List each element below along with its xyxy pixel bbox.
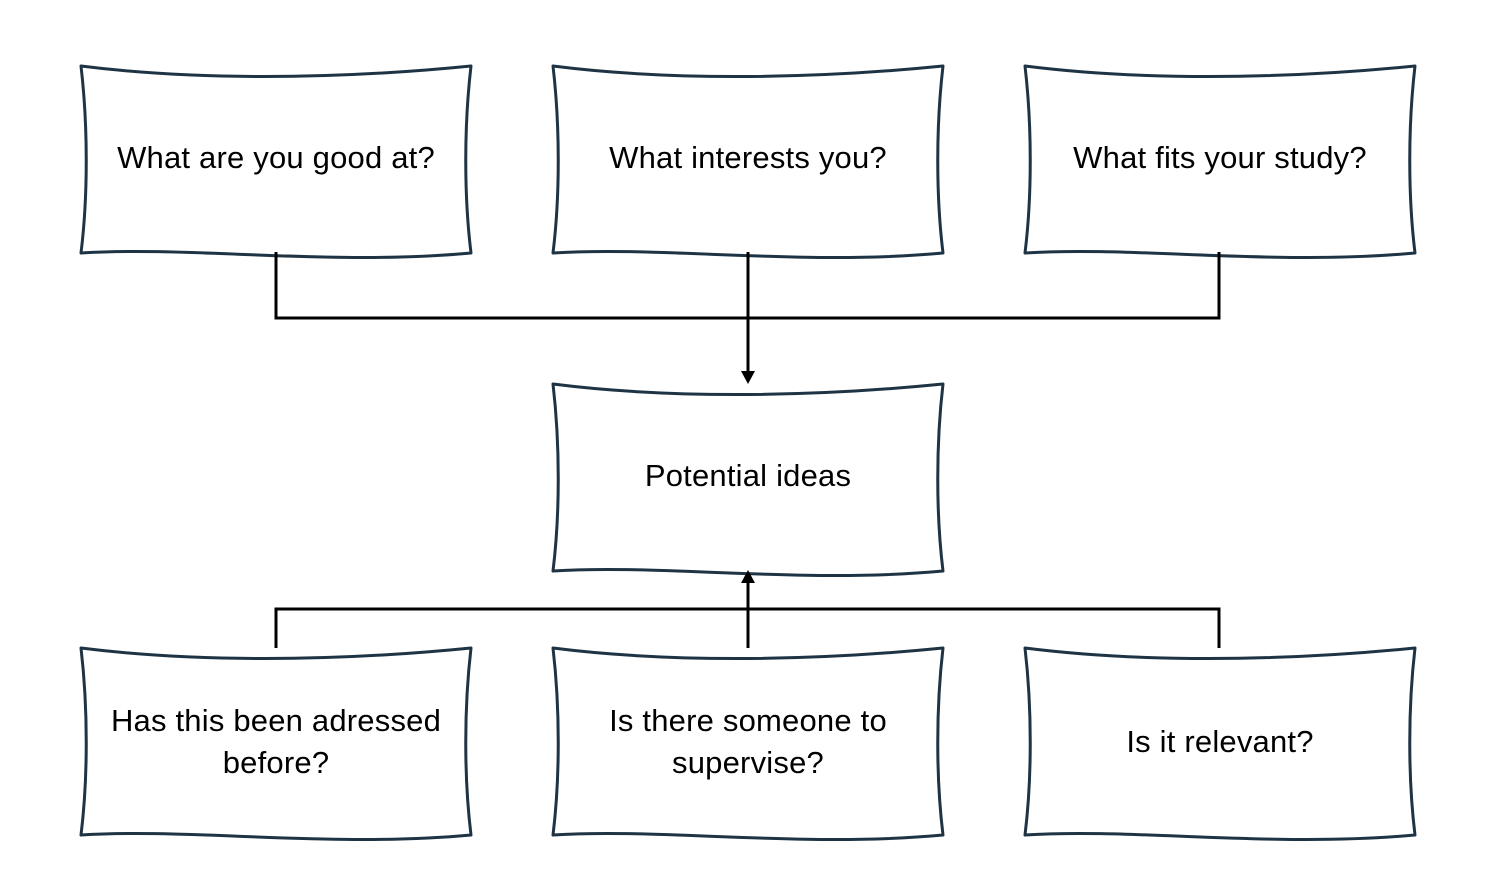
bottom-box-addressed-before-label: Has this been adressed before? <box>110 703 442 780</box>
center-box-label: Potential ideas <box>644 458 852 493</box>
top-arrowhead <box>741 371 755 384</box>
top-box-good-at-label: What are you good at? <box>117 140 435 175</box>
top-box-fits-study-label: What fits your study? <box>1073 140 1367 175</box>
top-box-interests-label: What interests you? <box>609 140 887 175</box>
bottom-box-relevant-label: Is it relevant? <box>1126 724 1314 759</box>
bottom-box-supervise-label: Is there someone to supervise? <box>609 703 887 780</box>
bottom-arrowhead <box>741 570 755 583</box>
